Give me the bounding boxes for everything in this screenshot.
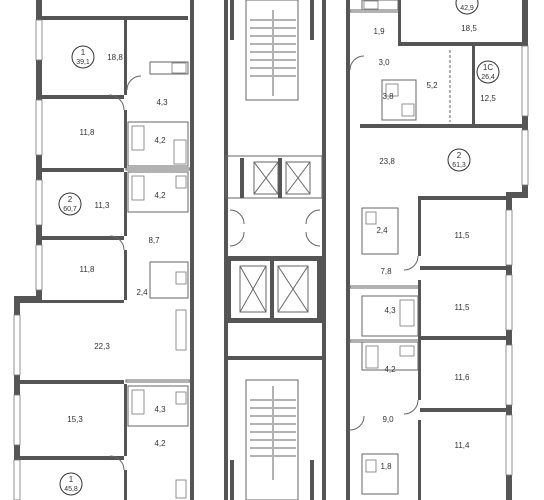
unit-area: 60,7 xyxy=(63,206,77,213)
kitchen-counter xyxy=(175,479,187,499)
shower xyxy=(401,103,415,117)
unit-rooms: 1 xyxy=(69,475,74,484)
bathtub xyxy=(131,175,145,201)
toilet xyxy=(385,83,399,97)
room-area: 8,7 xyxy=(148,236,160,245)
unit-rooms: 1С xyxy=(483,63,493,72)
central-core xyxy=(224,0,350,500)
unit-badge: 2 61,3 xyxy=(447,148,471,172)
room-area: 18,8 xyxy=(107,53,123,62)
window xyxy=(505,344,513,406)
unit-badge: 42,9 xyxy=(455,0,479,15)
room-area: 1,8 xyxy=(380,462,392,471)
unit-area: 42,9 xyxy=(460,5,474,12)
bathtub xyxy=(399,299,415,327)
window xyxy=(35,99,43,156)
room-area: 4,2 xyxy=(154,191,166,200)
unit-area: 45,8 xyxy=(64,486,78,493)
bathtub xyxy=(131,125,145,151)
unit-badge: 1 39,1 xyxy=(71,45,95,69)
unit-area: 26,4 xyxy=(481,74,495,81)
room-area: 9,0 xyxy=(382,415,394,424)
room-area: 2,4 xyxy=(136,288,148,297)
room-area: 11,6 xyxy=(455,373,471,382)
window xyxy=(505,274,513,331)
bathtub xyxy=(173,139,187,165)
toilet xyxy=(175,271,187,285)
window xyxy=(505,209,513,266)
unit-area: 61,3 xyxy=(452,162,466,169)
stairwell xyxy=(245,379,299,500)
stair-treads xyxy=(250,10,296,96)
unit-badge: 1С 26,4 xyxy=(476,60,500,84)
room-area: 5,2 xyxy=(426,81,438,90)
unit-rooms: 2 xyxy=(68,195,73,204)
window xyxy=(13,459,21,500)
sink xyxy=(171,62,187,74)
bathtub xyxy=(365,345,379,369)
room-area: 4,3 xyxy=(384,306,396,315)
window xyxy=(35,179,43,226)
unit-area: 39,1 xyxy=(76,59,90,66)
window xyxy=(521,129,529,186)
room-area: 12,5 xyxy=(480,94,496,103)
unit-badge: 1 45,8 xyxy=(59,472,83,496)
room-area: 11,8 xyxy=(80,265,96,274)
room-area: 11,5 xyxy=(455,303,471,312)
kitchen-counter xyxy=(175,309,187,351)
room-area: 3,0 xyxy=(378,58,390,67)
elevator-shaft xyxy=(277,265,309,313)
window xyxy=(35,244,43,291)
elevator-shaft xyxy=(253,161,279,195)
room-area: 4,3 xyxy=(154,405,166,414)
window xyxy=(521,45,529,117)
room-area: 11,5 xyxy=(455,231,471,240)
room-area: 4,2 xyxy=(384,365,396,374)
bathtub xyxy=(131,389,145,415)
room-area: 3,8 xyxy=(382,92,394,101)
window xyxy=(13,314,21,376)
room-area: 11,3 xyxy=(95,201,111,210)
unit-rooms: 1 xyxy=(81,48,86,57)
toilet xyxy=(365,459,377,473)
room-area-labels: 18,8 4,3 11,8 4,2 4,2 11,3 8,7 11,8 2,4 … xyxy=(67,24,496,471)
toilet xyxy=(175,175,187,189)
toilet xyxy=(365,211,377,225)
room-area: 11,8 xyxy=(80,128,96,137)
elevator-shaft xyxy=(239,265,267,313)
elevator-shaft xyxy=(285,161,311,195)
stair-treads xyxy=(250,386,296,480)
window xyxy=(13,394,21,446)
room-area: 2,4 xyxy=(376,226,388,235)
room-area: 4,2 xyxy=(154,136,166,145)
toilet xyxy=(175,391,187,405)
unit-rooms: 2 xyxy=(457,151,462,160)
window xyxy=(505,414,513,476)
room-area: 4,3 xyxy=(156,98,168,107)
left-wing xyxy=(13,0,194,500)
room-area: 4,2 xyxy=(154,439,166,448)
window xyxy=(35,19,43,61)
room-area: 1,9 xyxy=(373,27,385,36)
right-wing xyxy=(349,0,529,500)
room-area: 22,3 xyxy=(94,342,110,351)
unit-badge: 2 60,7 xyxy=(58,192,82,216)
sink xyxy=(363,0,379,10)
room-area: 23,8 xyxy=(379,157,395,166)
room-area: 15,3 xyxy=(67,415,83,424)
room-area: 18,5 xyxy=(461,24,477,33)
stairwell xyxy=(245,0,299,101)
room-area: 7,8 xyxy=(380,267,392,276)
room-area: 11,4 xyxy=(455,441,471,450)
sink xyxy=(399,345,415,357)
